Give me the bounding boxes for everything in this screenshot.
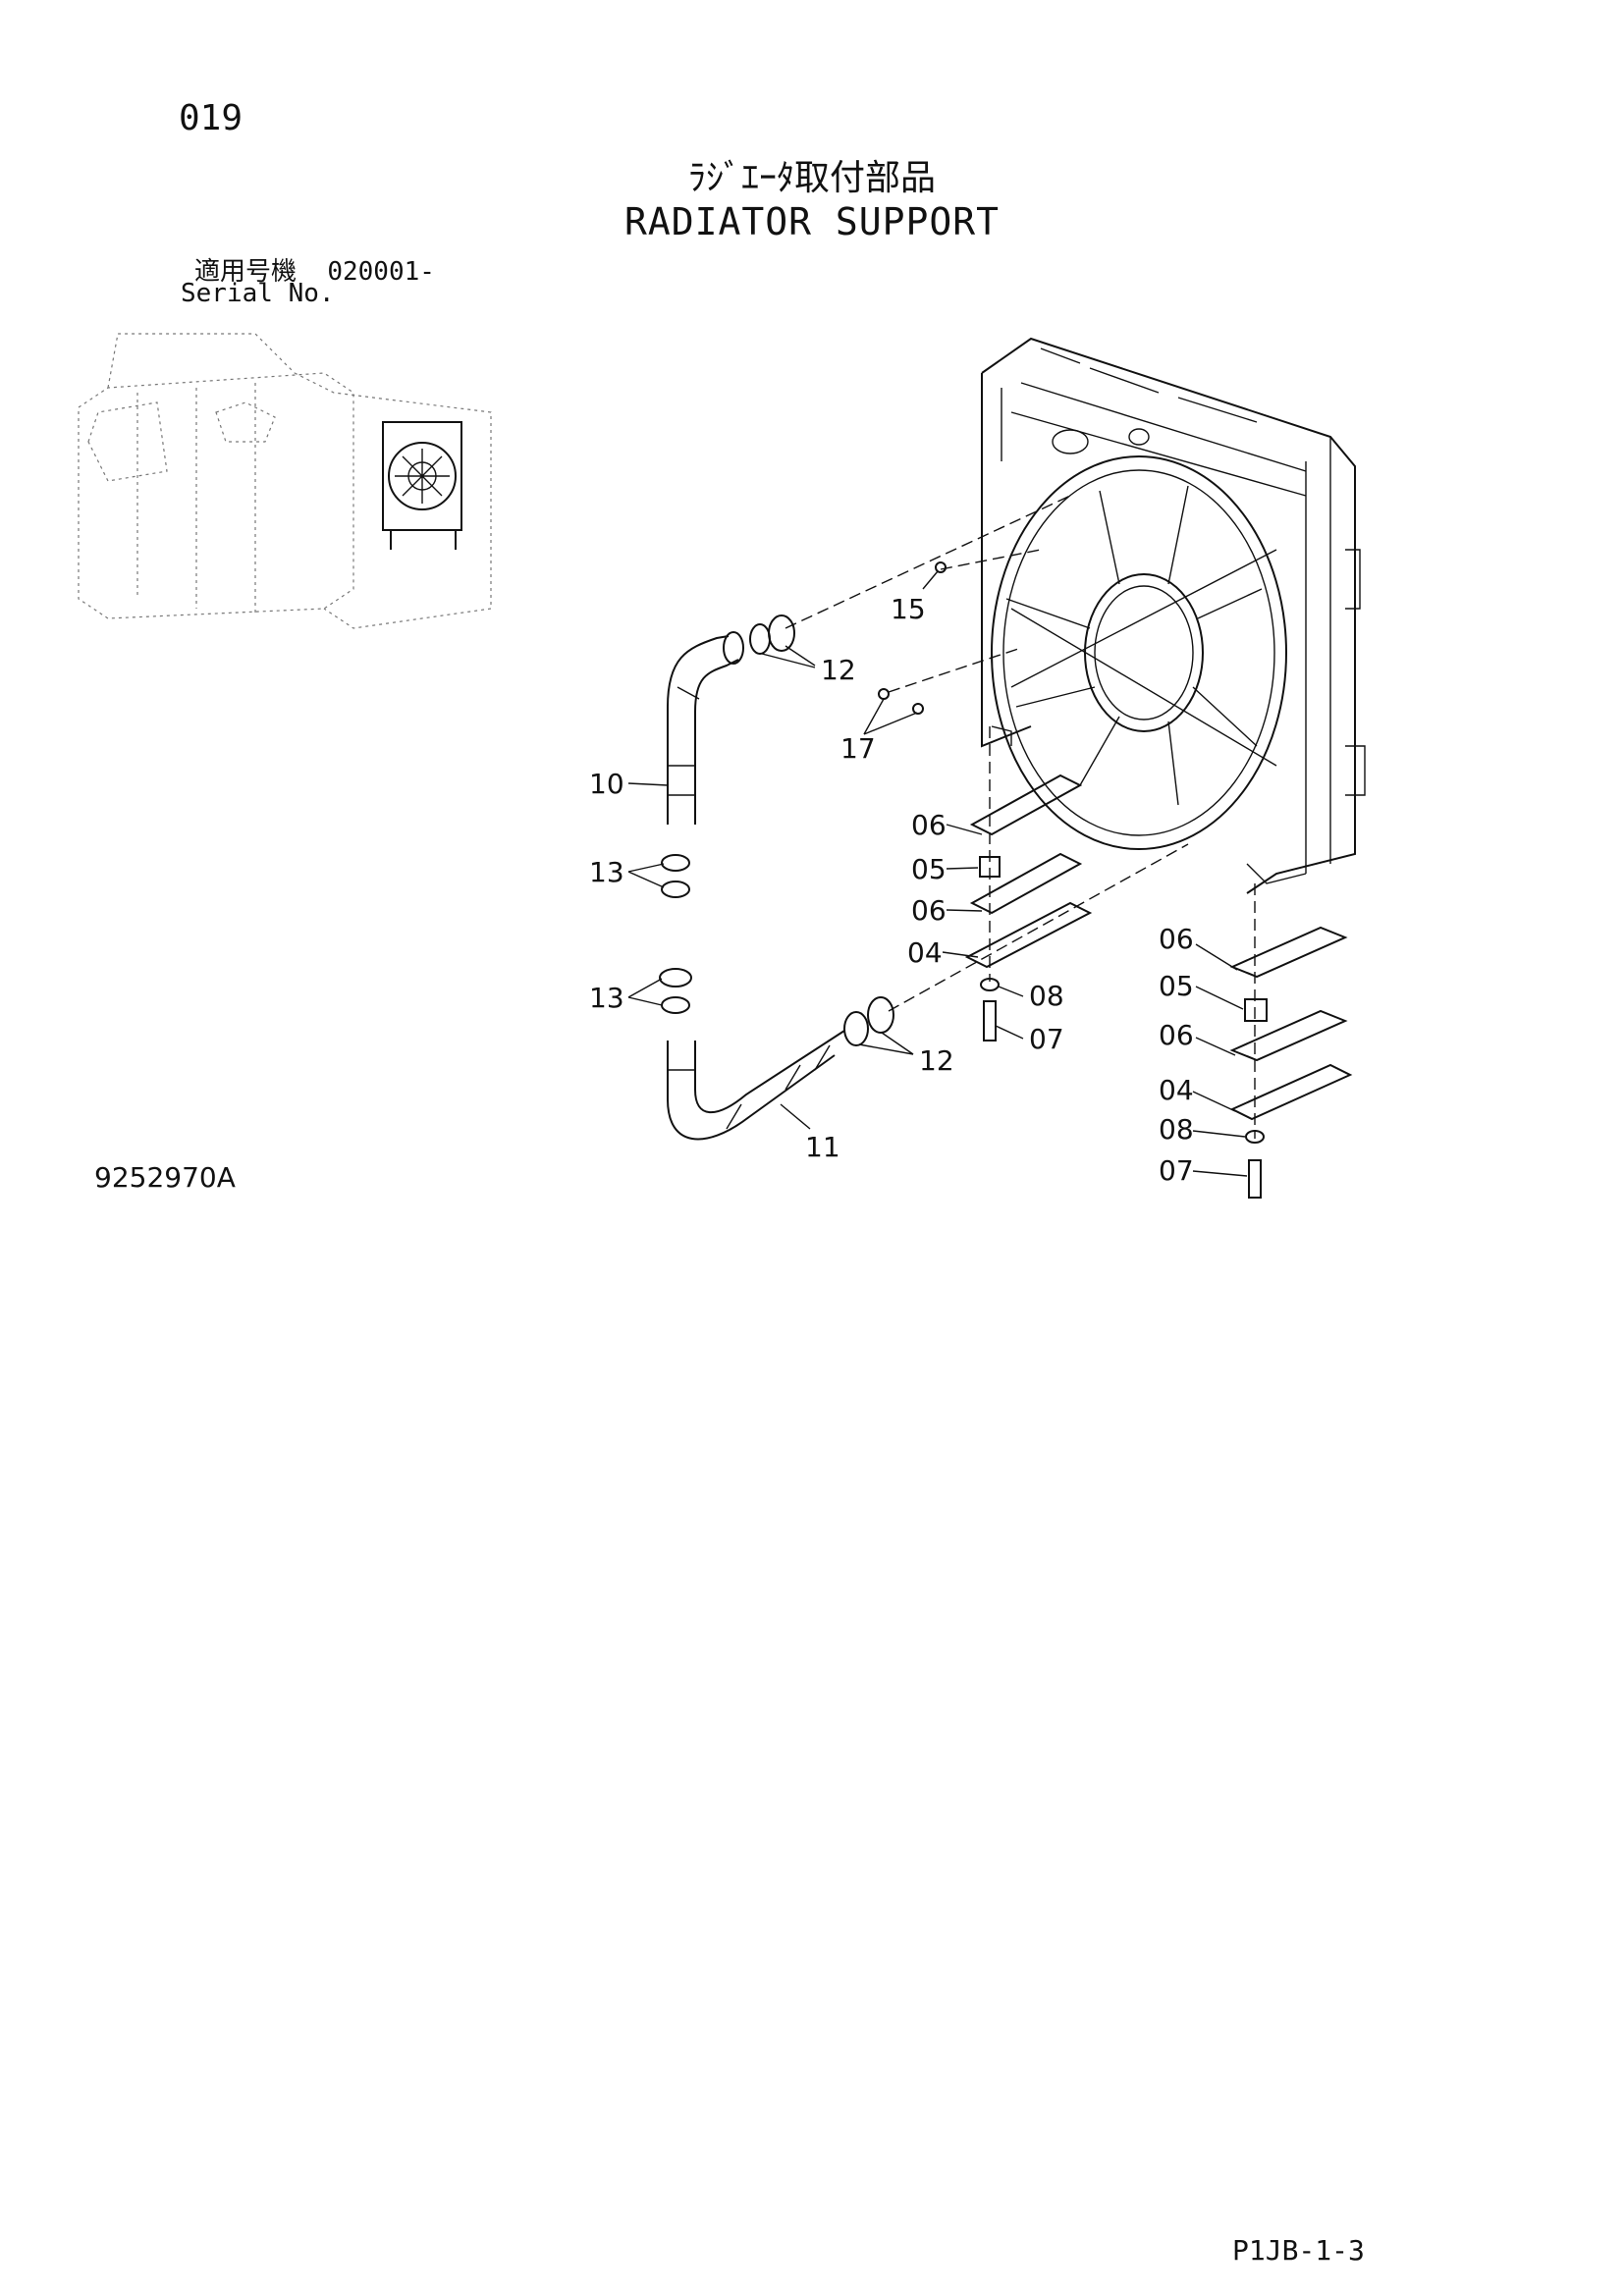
bolts-15-17-drawing xyxy=(878,561,947,715)
label-part-08-right: 08 xyxy=(1159,1113,1194,1146)
label-part-06-right-top: 06 xyxy=(1159,923,1194,955)
mount-stack-right-drawing xyxy=(1229,883,1353,1199)
label-part-05-center: 05 xyxy=(911,853,947,885)
label-part-10: 10 xyxy=(589,768,624,800)
page-number: 019 xyxy=(179,98,244,138)
label-part-12-lower: 12 xyxy=(919,1044,954,1077)
part-number-labels: 15 12 17 10 06 05 06 13 04 13 08 07 12 1… xyxy=(589,593,1194,1187)
serial-label-japanese: 適用号機 020001- xyxy=(194,251,435,288)
label-part-04-center: 04 xyxy=(907,936,943,969)
serial-number-value: 020001- xyxy=(327,257,435,287)
mount-stack-center-drawing xyxy=(964,726,1093,1041)
label-part-07-center: 07 xyxy=(1029,1023,1064,1055)
radiator-frame-drawing xyxy=(981,337,1366,894)
label-part-11: 11 xyxy=(805,1131,840,1163)
label-part-06-center-bottom: 06 xyxy=(911,894,947,927)
label-part-04-right: 04 xyxy=(1159,1074,1194,1106)
label-part-07-right: 07 xyxy=(1159,1154,1194,1187)
label-part-08-center: 08 xyxy=(1029,980,1064,1012)
hose-lower-drawing xyxy=(667,996,894,1141)
drawing-number: 9252970A xyxy=(94,1161,236,1194)
label-part-06-right-bottom: 06 xyxy=(1159,1019,1194,1051)
clamps-13-drawing xyxy=(659,854,692,1014)
fan-shroud-drawing xyxy=(991,455,1287,850)
footer-page-code: P1JB-1-3 xyxy=(1232,2234,1365,2267)
page-title: RADIATOR SUPPORT xyxy=(623,200,1001,243)
label-part-06-center-top: 06 xyxy=(911,809,947,841)
serial-label: Serial No. xyxy=(181,279,335,308)
label-part-17: 17 xyxy=(840,732,876,765)
label-part-15: 15 xyxy=(891,593,926,625)
label-part-12-upper: 12 xyxy=(821,654,856,686)
machine-location-thumbnail xyxy=(78,333,492,629)
assembly-guide-lines xyxy=(785,495,1189,1012)
serial-label-jp-text: 適用号機 xyxy=(194,257,298,287)
label-part-13-upper: 13 xyxy=(589,856,624,888)
page-title-japanese: ﾗｼﾞｴｰﾀ取付部品 xyxy=(687,158,936,198)
label-part-05-right: 05 xyxy=(1159,970,1194,1002)
label-part-13-lower: 13 xyxy=(589,982,624,1014)
hose-upper-drawing xyxy=(667,614,795,825)
leader-lines xyxy=(627,570,1248,1177)
